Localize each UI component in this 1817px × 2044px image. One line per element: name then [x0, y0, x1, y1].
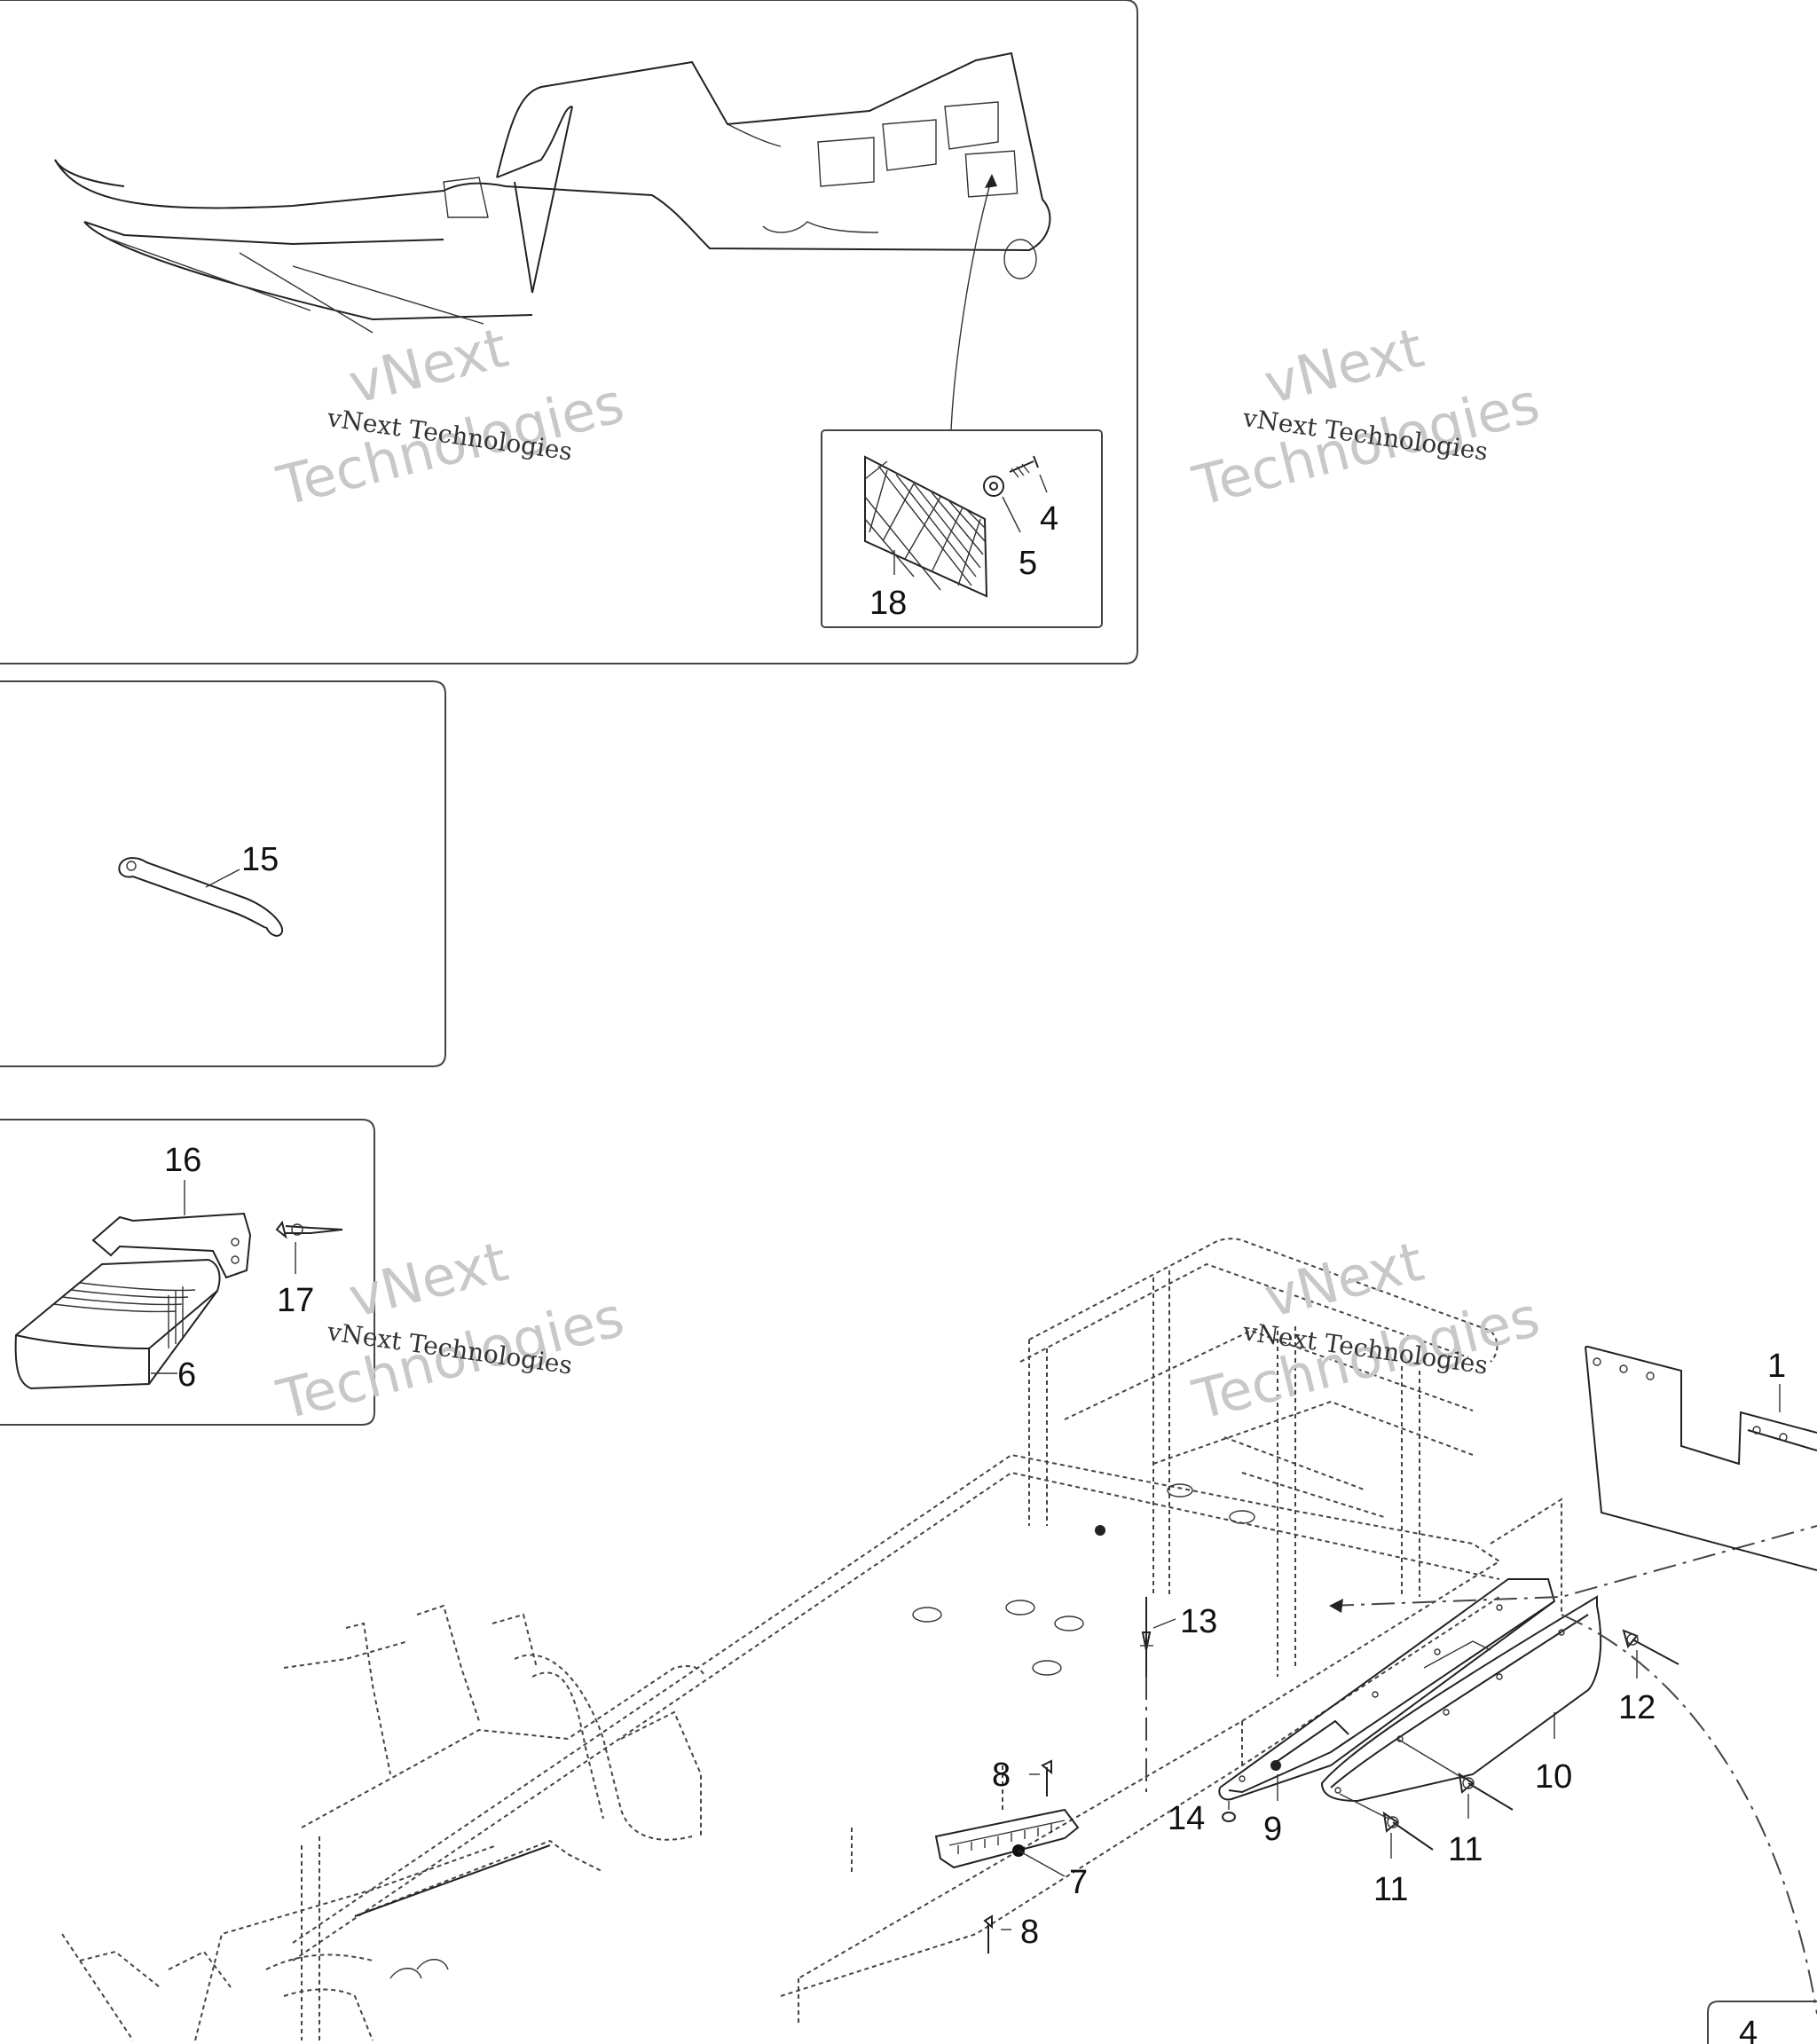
callout-4-partial: 4	[1739, 2015, 1758, 2044]
callout-9: 9	[1263, 1811, 1282, 1848]
panel-pad-bracket: 16 17 6	[0, 1119, 375, 1426]
callout-14: 14	[1168, 1800, 1205, 1837]
callout-8-upper: 8	[992, 1757, 1011, 1794]
callout-11-right: 11	[1448, 1831, 1483, 1868]
callout-5: 5	[1019, 545, 1037, 582]
callout-11-left: 11	[1373, 1871, 1408, 1908]
callout-8-lower: 8	[1020, 1914, 1039, 1951]
callout-13: 13	[1180, 1603, 1217, 1640]
callout-6: 6	[177, 1356, 196, 1394]
callout-1: 1	[1767, 1348, 1786, 1385]
chassis-frame: 7 8 8 13	[61, 1238, 1501, 2041]
callout-18: 18	[869, 585, 907, 622]
watermark-2: vNext Technologies vNext Technologies	[1186, 315, 1546, 519]
panel-hook-wrench: 15	[0, 680, 446, 1067]
callout-10: 10	[1535, 1758, 1572, 1796]
callout-15: 15	[241, 841, 279, 878]
panel-rear-body: 4 5 18	[0, 0, 1138, 664]
callout-4: 4	[1040, 500, 1058, 538]
watermark-4: vNext Technologies vNext Technologies	[1186, 1229, 1546, 1433]
callout-7: 7	[1069, 1864, 1088, 1901]
callout-12: 12	[1618, 1689, 1656, 1726]
callout-16: 16	[164, 1142, 201, 1179]
callout-17: 17	[277, 1282, 314, 1319]
side-guards: 9 14 10 11 11 12	[1168, 1346, 1817, 2044]
